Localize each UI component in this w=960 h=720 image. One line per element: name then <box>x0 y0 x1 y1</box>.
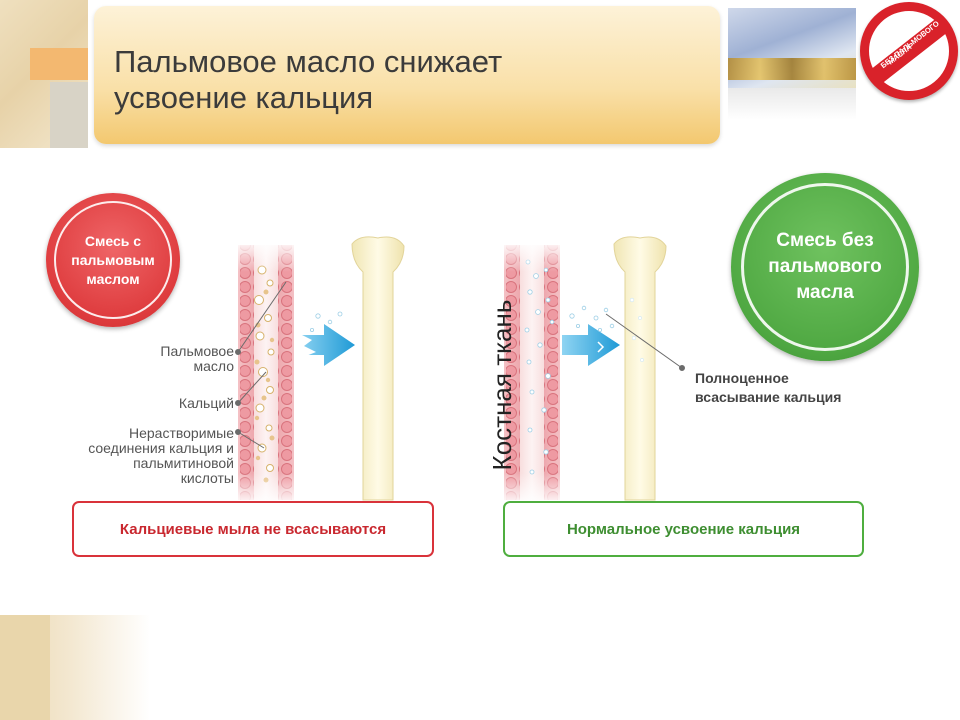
leader-lines <box>235 281 685 449</box>
title-banner: Пальмовое масло снижает усвоение кальция <box>94 6 720 144</box>
result-box-not-absorbed: Кальциевые мыла не всасываются <box>72 501 434 557</box>
decor-corner-top-left <box>0 0 88 148</box>
left-intestine <box>236 240 298 505</box>
decor-sand-strip <box>0 615 50 720</box>
right-pass-arrow-icon <box>562 305 620 366</box>
palm-oil-formula-circle: Смесь с пальмовым маслом <box>46 193 180 327</box>
right-bone <box>613 236 667 501</box>
label-insoluble-compounds: Нерастворимые соединения кальция и пальм… <box>88 425 234 486</box>
label-palm-oil: Пальмовое масло <box>160 343 234 374</box>
right-intestine <box>502 240 564 505</box>
decor-orange-strip <box>30 48 88 80</box>
green-circle-line-3: масла <box>796 282 854 303</box>
green-circle-line-1: Смесь без <box>776 230 874 251</box>
decor-grey-block <box>50 82 88 148</box>
bone-tissue-label: Костная ткань <box>487 299 517 471</box>
photo-grain-band <box>728 58 856 80</box>
page-title-line-2: усвоение кальция <box>114 80 374 115</box>
result-green-text: Нормальное усвоение кальция <box>566 520 801 538</box>
palm-oil-free-formula-circle: Смесь без пальмового масла <box>731 173 919 361</box>
label-calcium: Кальций <box>178 395 234 411</box>
red-circle-line-3: маслом <box>86 270 140 287</box>
page-title-line-1: Пальмовое масло снижает <box>114 44 503 79</box>
result-red-text: Кальциевые мыла не всасываются <box>119 520 387 538</box>
header-photo <box>728 8 856 88</box>
decor-corner-bottom-left <box>0 615 150 720</box>
red-circle-line-1: Смесь с <box>84 232 142 249</box>
label-full-absorption: Полноценное всасывание кальция <box>695 370 842 405</box>
green-circle-line-2: пальмового <box>768 256 882 277</box>
result-box-normal-absorption: Нормальное усвоение кальция <box>503 501 864 557</box>
left-blocked-arrow-icon <box>296 311 355 366</box>
red-circle-line-2: пальмовым <box>71 251 155 268</box>
left-bone <box>351 236 405 501</box>
header-photo-reflection <box>728 88 856 120</box>
no-palm-oil-sign-icon: БЕЗ ПАЛЬМОВОГО МАСЛА <box>860 2 958 100</box>
